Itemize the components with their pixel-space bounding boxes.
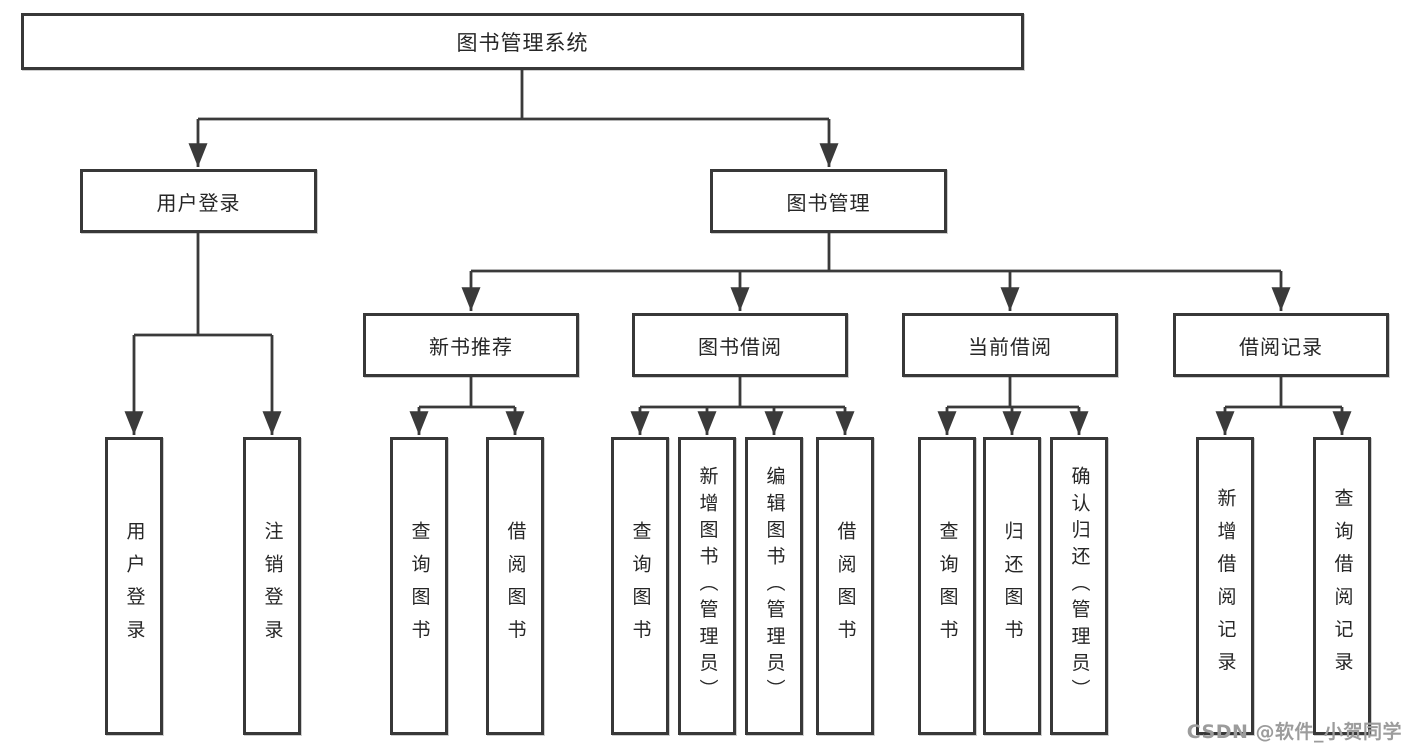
leaf-logout: 注销登录	[243, 437, 301, 735]
node-user-login: 用户登录	[80, 169, 317, 233]
node-borrowing-records: 借阅记录	[1173, 313, 1389, 377]
node-label: 归还图书	[1001, 520, 1024, 652]
leaf-borrow-books: 借阅图书	[816, 437, 874, 735]
node-label: 借阅记录	[1239, 334, 1323, 359]
node-label: 查询图书	[408, 520, 431, 652]
leaf-query-books-borrow: 查询图书	[611, 437, 669, 735]
leaf-query-borrow-record: 查询借阅记录	[1313, 437, 1371, 735]
csdn-watermark: CSDN @软件_小贺同学	[1186, 721, 1402, 743]
node-label: 图书管理系统	[456, 30, 589, 55]
node-label: 新增图书（管理员）	[696, 466, 719, 706]
node-label: 查询图书	[936, 520, 959, 652]
node-book-management: 图书管理	[710, 169, 947, 233]
node-current-borrowing: 当前借阅	[902, 313, 1118, 377]
connector-arrows	[124, 119, 1352, 435]
leaf-borrow-books-recommend: 借阅图书	[486, 437, 544, 735]
leaf-return-books: 归还图书	[983, 437, 1041, 735]
node-label: 用户登录	[123, 520, 146, 652]
node-label: 借阅图书	[834, 520, 857, 652]
node-label: 图书管理	[786, 190, 871, 215]
leaf-add-books-admin: 新增图书（管理员）	[678, 437, 736, 735]
node-new-book-recommend: 新书推荐	[363, 313, 579, 377]
leaf-add-borrow-record: 新增借阅记录	[1196, 437, 1254, 735]
node-library-system: 图书管理系统	[21, 13, 1024, 70]
leaf-query-books-current: 查询图书	[918, 437, 976, 735]
node-label: 新书推荐	[429, 334, 513, 359]
node-book-borrowing: 图书借阅	[632, 313, 848, 377]
node-label: 注销登录	[261, 520, 284, 652]
node-label: 用户登录	[156, 190, 241, 215]
leaf-edit-books-admin: 编辑图书（管理员）	[745, 437, 803, 735]
node-label: 图书借阅	[698, 334, 782, 359]
node-label: 确认归还（管理员）	[1068, 466, 1091, 706]
leaf-query-books-recommend: 查询图书	[390, 437, 448, 735]
node-label: 借阅图书	[504, 520, 527, 652]
leaf-user-login: 用户登录	[105, 437, 163, 735]
node-label: 当前借阅	[968, 334, 1052, 359]
node-label: 查询图书	[629, 520, 652, 652]
node-label: 编辑图书（管理员）	[763, 466, 786, 706]
connector-lines	[134, 69, 1342, 409]
leaf-confirm-return-admin: 确认归还（管理员）	[1050, 437, 1108, 735]
node-label: 新增借阅记录	[1214, 487, 1237, 685]
node-label: 查询借阅记录	[1331, 487, 1354, 685]
